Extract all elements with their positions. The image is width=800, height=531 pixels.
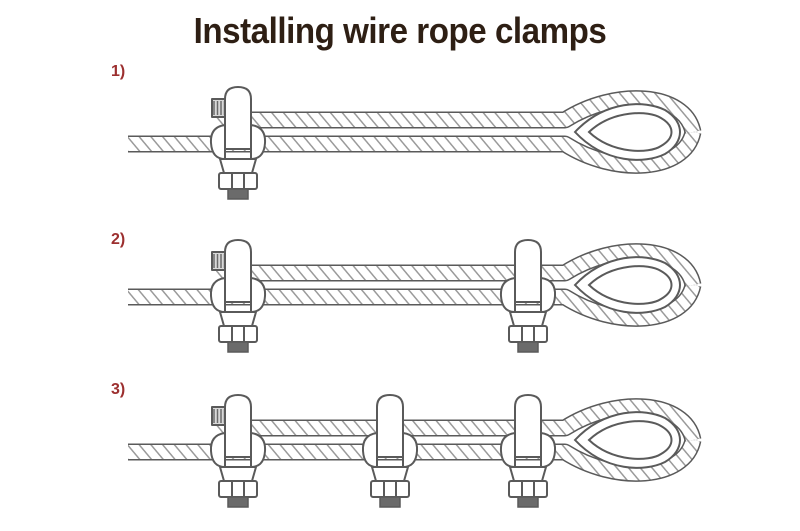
hex-nut-icon (370, 480, 410, 498)
thimble-icon (573, 103, 681, 161)
wire-rope-icon (128, 282, 702, 327)
threaded-stud-icon (517, 341, 539, 353)
thimble-icon (573, 411, 681, 469)
step-label-2: 2) (111, 231, 126, 248)
u-bolt-icon (224, 86, 252, 150)
hex-nut-icon (218, 325, 258, 343)
wire-rope-icon (128, 437, 702, 482)
u-bolt-icon (376, 394, 404, 458)
u-bolt-clamp-icon (209, 239, 267, 353)
step-panel-2 (128, 239, 702, 353)
step-panel-1 (128, 86, 702, 200)
step-panel-3 (128, 394, 702, 508)
u-bolt-clamp-icon (499, 394, 557, 508)
step-label-3: 3) (111, 381, 126, 398)
u-bolt-icon (514, 394, 542, 458)
u-bolt-icon (514, 239, 542, 303)
u-bolt-clamp-icon (209, 394, 267, 508)
wire-rope-icon (128, 129, 702, 174)
wire-rope-icon (216, 90, 702, 135)
threaded-stud-icon (227, 496, 249, 508)
hex-nut-icon (508, 325, 548, 343)
u-bolt-icon (224, 239, 252, 303)
u-bolt-clamp-icon (209, 86, 267, 200)
hex-nut-icon (218, 480, 258, 498)
wire-rope-icon (216, 243, 702, 288)
hex-nut-icon (218, 172, 258, 190)
threaded-stud-icon (227, 341, 249, 353)
hex-nut-icon (508, 480, 548, 498)
threaded-stud-icon (517, 496, 539, 508)
u-bolt-clamp-icon (499, 239, 557, 353)
u-bolt-clamp-icon (361, 394, 419, 508)
step-label-1: 1) (111, 63, 126, 80)
threaded-stud-icon (227, 188, 249, 200)
diagram-title: Installing wire rope clamps (193, 10, 607, 51)
wire-rope-icon (216, 398, 702, 443)
thimble-icon (573, 256, 681, 314)
u-bolt-icon (224, 394, 252, 458)
threaded-stud-icon (379, 496, 401, 508)
